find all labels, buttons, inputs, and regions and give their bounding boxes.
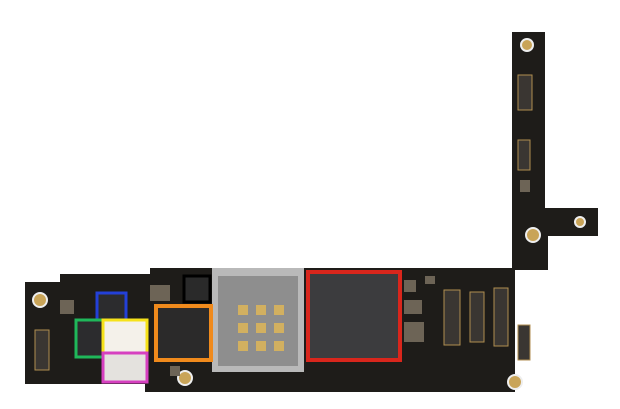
screw-holes — [32, 38, 586, 390]
connectors — [34, 74, 533, 371]
chip-black — [182, 274, 212, 304]
sim-contacts — [238, 305, 284, 351]
small-components — [60, 180, 530, 376]
chip-blue — [95, 291, 128, 324]
chip-yellow — [101, 318, 149, 356]
chip-green — [74, 318, 105, 359]
chip-processor — [306, 270, 402, 362]
chip-orange — [154, 304, 213, 362]
chip-magenta — [101, 351, 149, 384]
